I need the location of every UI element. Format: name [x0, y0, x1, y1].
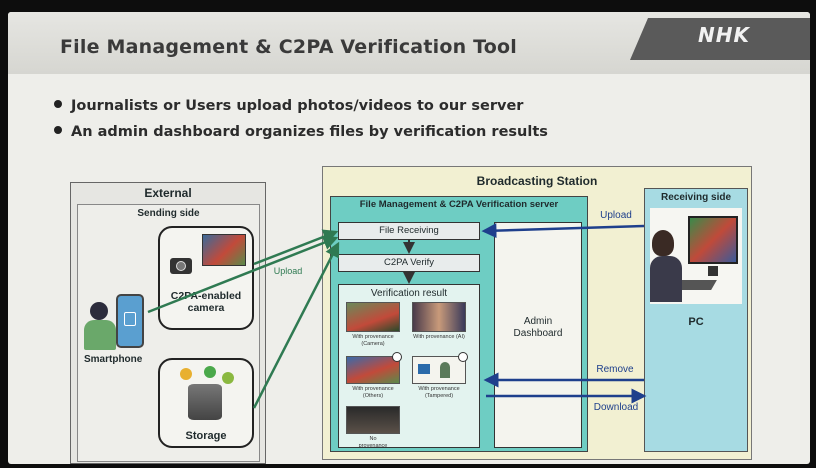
logo-tab	[630, 18, 810, 60]
result-thumb-camera	[346, 302, 400, 332]
remove-label: Remove	[596, 364, 634, 375]
c2pa-app-icon	[124, 312, 136, 326]
result-caption-ai: With provenance (AI)	[413, 334, 465, 340]
server-title: File Management & C2PA Verification serv…	[359, 199, 559, 210]
person-body-icon	[84, 320, 116, 350]
receiving-side-title: Receiving side	[660, 192, 732, 203]
sending-side-label: Sending side	[137, 208, 200, 219]
slide: File Management & C2PA Verification Tool…	[8, 12, 810, 464]
upload-left-label: Upload	[273, 266, 303, 276]
result-thumb-ai	[412, 302, 466, 332]
pc-label: PC	[688, 316, 704, 328]
smartphone-label: Smartphone	[84, 354, 143, 365]
bullet-dot	[54, 100, 62, 108]
c2pa-verify-label: C2PA Verify	[384, 257, 434, 268]
external-title: External	[144, 186, 192, 200]
bullet-dot	[54, 126, 62, 134]
camera-label: C2PA-enabled camera	[170, 290, 242, 314]
flow-arrows	[147, 223, 647, 409]
upload-right-label: Upload	[600, 210, 632, 221]
slide-title: File Management & C2PA Verification Tool	[60, 36, 517, 58]
file-icon-video	[204, 366, 216, 378]
database-icon	[188, 384, 222, 420]
download-label: Download	[593, 402, 639, 413]
broadcasting-station-title: Broadcasting Station	[476, 174, 598, 188]
bullet-1-text: Journalists or Users upload photos/video…	[71, 98, 524, 114]
result-caption-no-provenance: No provenance	[358, 436, 388, 449]
result-thumb-tampered	[412, 356, 466, 384]
tampered-person-icon	[440, 362, 450, 378]
nhk-logo: NHK	[698, 23, 750, 47]
c2pa-verify-box	[338, 254, 480, 272]
result-thumb-no-provenance	[346, 406, 400, 434]
smartphone-icon	[116, 294, 144, 348]
file-receiving-box	[338, 222, 480, 240]
person-head-icon	[90, 302, 108, 320]
result-caption-tampered: With provenance (Tampered)	[418, 386, 460, 399]
viewer-body-icon	[650, 256, 682, 302]
arrow-smartphone-upload	[147, 235, 339, 314]
pc-stand-icon	[708, 266, 718, 276]
file-icon-image	[180, 368, 192, 380]
camera-screen-photo	[202, 234, 246, 266]
tampered-badge-icon	[458, 352, 468, 362]
admin-dashboard-box	[494, 222, 582, 448]
result-thumb-others	[346, 356, 400, 384]
bullet-1: Journalists or Users upload photos/video…	[54, 98, 523, 114]
pc-monitor-icon	[688, 216, 738, 264]
result-caption-others: With provenance (Others)	[352, 386, 394, 399]
arrow-storage-upload	[252, 241, 340, 409]
provenance-badge-icon	[392, 352, 402, 362]
result-caption-camera: With provenance (Camera)	[352, 334, 394, 347]
verification-result-label: Verification result	[370, 288, 448, 299]
arrow-pc-upload	[481, 223, 645, 239]
storage-label: Storage	[185, 430, 227, 442]
file-receiving-label: File Receiving	[379, 225, 439, 236]
admin-dashboard-label: Admin Dashboard	[513, 316, 563, 339]
file-icon-document	[222, 372, 234, 384]
arrow-camera-upload	[253, 229, 339, 266]
viewer-head-icon	[652, 230, 674, 256]
tampered-screen-icon	[418, 364, 430, 374]
bullet-2: An admin dashboard organizes files by ve…	[54, 124, 548, 140]
camera-lens-icon	[176, 261, 186, 271]
bullet-2-text: An admin dashboard organizes files by ve…	[71, 124, 548, 140]
